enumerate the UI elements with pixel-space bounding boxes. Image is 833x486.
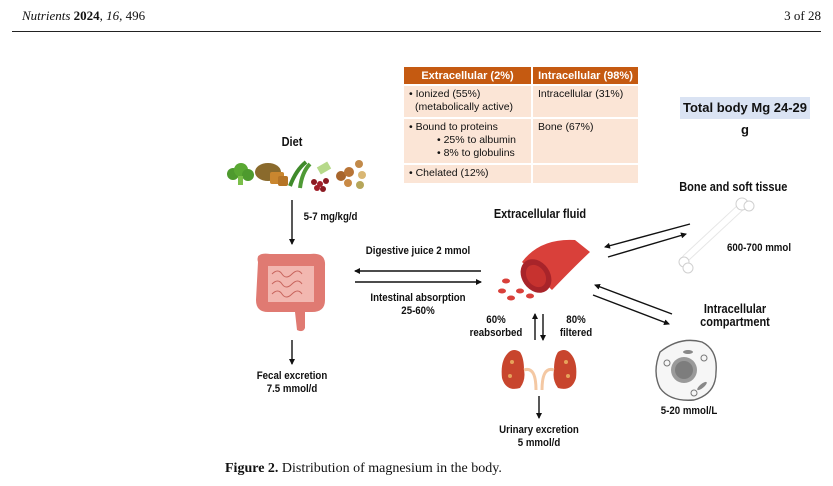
intracellular-compartment-title: Intracellular compartment xyxy=(695,303,774,329)
table-cell: • Bound to proteins • 25% to albumin • 8… xyxy=(404,117,533,164)
table-row: • Ionized (55%) (metabolically active) I… xyxy=(404,84,638,118)
label-line: 25-60% xyxy=(401,305,435,317)
intake-label: 5-7 mg/kg/d xyxy=(303,211,358,223)
separator: , xyxy=(119,8,126,23)
broccoli-icon xyxy=(227,163,254,185)
intestine-icon xyxy=(256,253,326,332)
label-line: compartment xyxy=(700,315,770,329)
figure-caption: Figure 2. Distribution of magnesium in t… xyxy=(225,461,502,477)
filtered-label: 80% filtered xyxy=(555,314,597,340)
table-row: • Chelated (12%) xyxy=(404,163,638,183)
table-cell: • Ionized (55%) (metabolically active) xyxy=(404,84,533,118)
cell-icon xyxy=(655,339,717,401)
intracellular-uptake-arrow xyxy=(592,294,670,326)
fecal-excretion-label: Fecal excretion 7.5 mmol/d xyxy=(255,370,329,396)
journal-volume: 16 xyxy=(106,8,120,23)
digestive-juice-label: Digestive juice 2 mmol xyxy=(365,245,471,257)
cell-line: • Bound to proteins xyxy=(409,121,498,133)
table-cell xyxy=(532,163,638,183)
label-line: Intestinal absorption xyxy=(370,292,466,304)
figure-caption-text: Distribution of magnesium in the body. xyxy=(278,461,502,476)
separator: , xyxy=(99,8,107,23)
figure-label: Figure 2. xyxy=(225,461,279,476)
urinary-excretion-label: Urinary excretion 5 mmol/d xyxy=(498,424,581,450)
table-cell: Intracellular (31%) xyxy=(532,84,638,118)
diet-food-icons xyxy=(227,160,366,192)
extracellular-fluid-title: Extracellular fluid xyxy=(493,207,587,221)
header-rule xyxy=(12,31,821,32)
beans-icon xyxy=(311,161,332,192)
running-header: Nutrients 2024, 16, 496 xyxy=(22,8,145,24)
label-line: Urinary excretion xyxy=(499,424,579,436)
col-header-extracellular: Extracellular (2%) xyxy=(404,67,533,85)
cell-line: • 8% to globulins xyxy=(437,147,515,159)
table-cell: • Chelated (12%) xyxy=(404,163,533,183)
intestinal-absorption-label: Intestinal absorption 25-60% xyxy=(365,292,471,318)
label-line: 7.5 mmol/d xyxy=(266,383,318,395)
intracellular-amount-label: 5-20 mmol/L xyxy=(660,405,718,417)
nuts-icon xyxy=(336,160,366,189)
cell-line: (metabolically active) xyxy=(415,101,514,113)
cell-line: • Chelated (12%) xyxy=(409,167,489,179)
bone-soft-tissue-title: Bone and soft tissue xyxy=(679,180,788,194)
diet-title: Diet xyxy=(281,135,303,149)
label-line: Fecal excretion xyxy=(256,370,328,382)
label-line: filtered xyxy=(559,327,593,339)
bone-release-arrow xyxy=(604,223,691,249)
label-line: 60% xyxy=(486,314,506,326)
bone-uptake-arrow xyxy=(607,232,687,258)
bone-amount-label: 600-700 mmol xyxy=(726,242,792,254)
total-body-mg-box: Total body Mg 24-29 g xyxy=(680,97,810,137)
table-row: • Bound to proteins • 25% to albumin • 8… xyxy=(404,117,638,164)
reabsorbed-label: 60% reabsorbed xyxy=(469,314,524,340)
blood-vessel-icon xyxy=(498,239,590,301)
label-line: 80% xyxy=(566,314,586,326)
intracellular-release-arrow xyxy=(594,283,673,315)
journal-year: 2024 xyxy=(73,8,100,23)
col-header-intracellular: Intracellular (98%) xyxy=(532,67,638,85)
magnesium-distribution-table: Extracellular (2%) Intracellular (98%) •… xyxy=(404,67,638,183)
peas-icon xyxy=(288,160,312,189)
journal-name: Nutrients xyxy=(22,8,71,23)
article-number: 496 xyxy=(125,8,146,23)
label-line: reabsorbed xyxy=(469,327,523,339)
cell-line: • 25% to albumin xyxy=(437,134,516,146)
page-number: 3 of 28 xyxy=(784,8,821,23)
label-line: 5 mmol/d xyxy=(517,437,561,449)
bread-icon xyxy=(255,163,288,186)
table-cell: Bone (67%) xyxy=(532,117,638,164)
cell-line: • Ionized (55%) xyxy=(409,88,481,100)
kidneys-icon xyxy=(501,350,577,391)
label-line: Intracellular xyxy=(703,302,767,316)
bone-icon xyxy=(678,197,755,274)
